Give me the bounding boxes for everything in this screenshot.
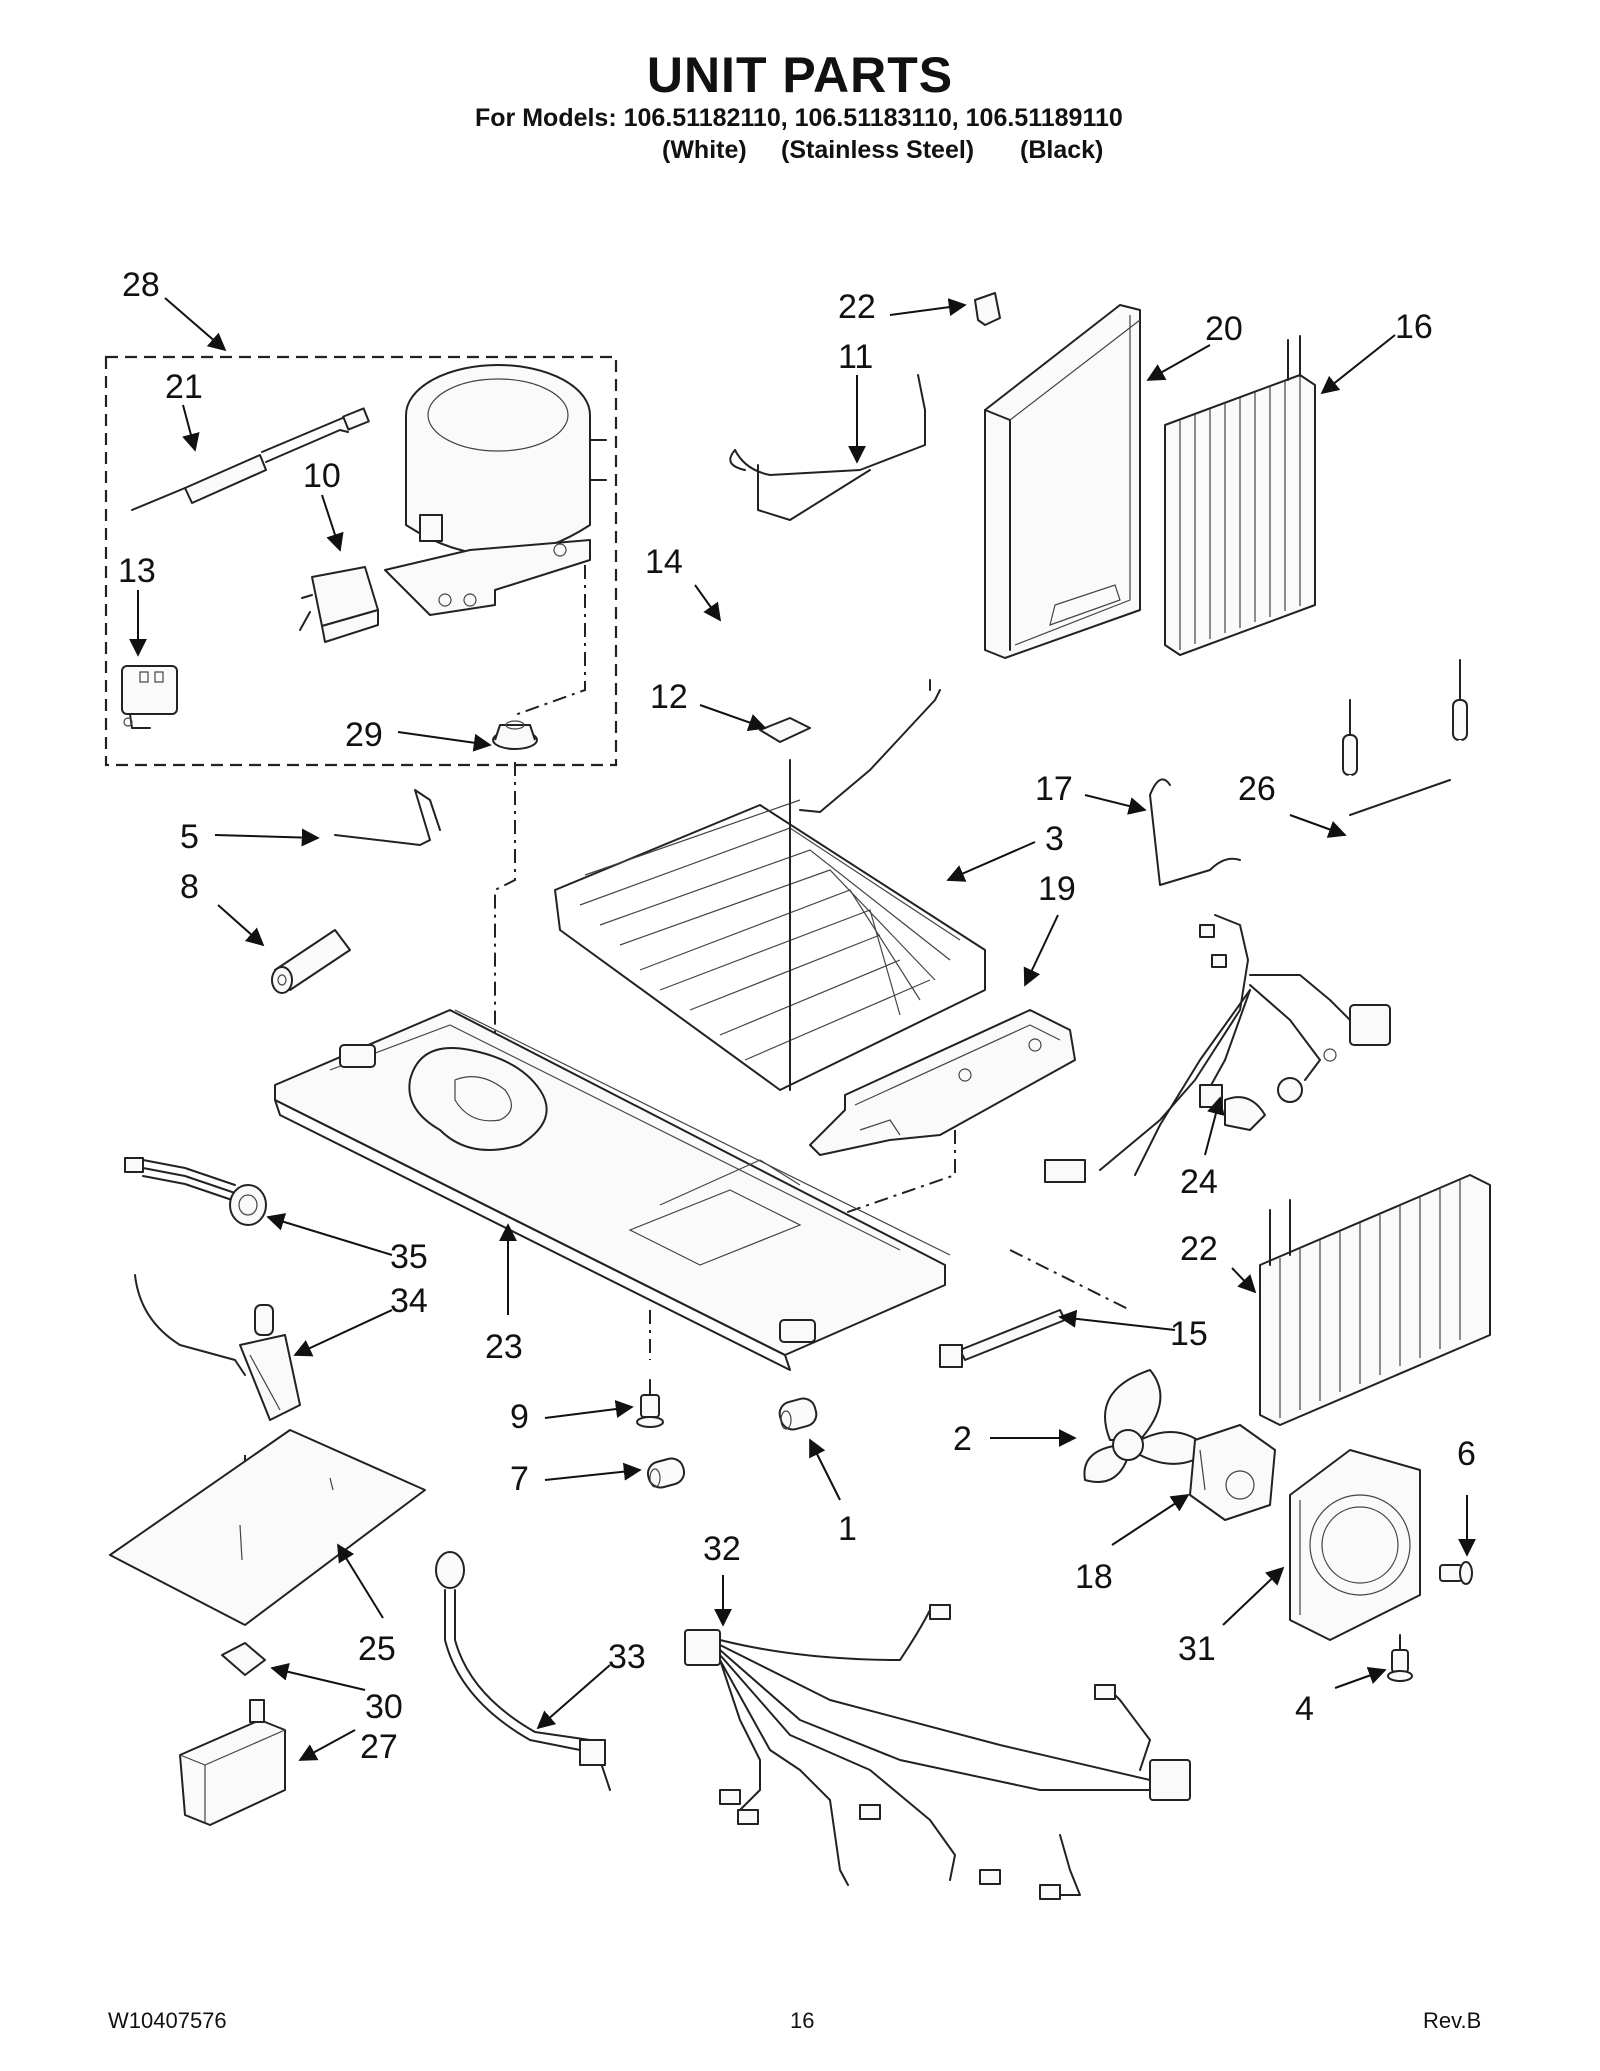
drier-part — [131, 407, 370, 511]
compressor-part — [384, 364, 607, 616]
machine-compartment-base-part — [274, 1009, 951, 1371]
thermistor-harness-part — [124, 1157, 267, 1226]
hanger-part — [1149, 778, 1241, 886]
heater-lead-part — [799, 689, 941, 813]
insulation-pad-part — [109, 1429, 426, 1626]
suction-line-part — [1342, 659, 1468, 897]
overload-part — [121, 665, 178, 729]
sensor-bracket-part — [134, 1274, 301, 1421]
revision: Rev.B — [1423, 2008, 1482, 2033]
callout-28: 28 — [122, 266, 160, 304]
callout-23: 23 — [485, 1328, 523, 1366]
tube-part-14 — [689, 574, 756, 656]
bushing-part-1 — [778, 1397, 818, 1431]
tie-strap-part — [939, 1309, 1066, 1368]
sensor-tube-part — [435, 1551, 611, 1791]
callout-12: 12 — [650, 678, 688, 716]
callout-26: 26 — [1238, 770, 1276, 808]
callout-31: 31 — [1178, 1630, 1216, 1668]
page-title: UNIT PARTS — [646, 47, 954, 103]
callout-27: 27 — [360, 1728, 398, 1766]
callout-35: 35 — [390, 1238, 428, 1276]
callout-11: 11 — [838, 338, 873, 376]
callout-15: 15 — [1170, 1315, 1208, 1353]
variant-black: (Black) — [1020, 136, 1104, 164]
callout-3: 3 — [1045, 820, 1064, 858]
callout-19: 19 — [1038, 870, 1076, 908]
callout-8: 8 — [180, 868, 199, 906]
callout-33: 33 — [608, 1638, 646, 1676]
clip-part-30 — [221, 1642, 266, 1676]
control-box-part — [179, 1699, 286, 1826]
capillary-tube-part — [729, 374, 926, 521]
callout-22-bottom: 22 — [1180, 1230, 1218, 1268]
clip-part-top — [974, 292, 1001, 326]
main-wire-harness-part — [684, 1604, 1191, 1900]
models-line: For Models: 106.51182110, 106.51183110, … — [475, 104, 1123, 132]
screw-part-4 — [1387, 1634, 1413, 1682]
callout-16: 16 — [1395, 308, 1433, 346]
callout-6: 6 — [1457, 1435, 1476, 1473]
condenser-part — [1259, 1174, 1491, 1426]
variant-white: (White) — [662, 136, 747, 164]
fan-blade-part — [1083, 1369, 1211, 1483]
callout-9: 9 — [510, 1398, 529, 1436]
callout-17: 17 — [1035, 770, 1073, 808]
defrost-heater-part — [554, 759, 986, 1091]
callout-18: 18 — [1075, 1558, 1113, 1596]
callout-21: 21 — [165, 368, 203, 406]
callout-30: 30 — [365, 1688, 403, 1726]
screw-part-6 — [1439, 1561, 1473, 1585]
callout-5: 5 — [180, 818, 199, 856]
callout-10: 10 — [303, 457, 341, 495]
callout-13: 13 — [118, 552, 156, 590]
callout-4: 4 — [1295, 1690, 1314, 1728]
callout-1: 1 — [838, 1510, 857, 1548]
wire-part-5 — [334, 789, 441, 846]
screw-part-9 — [636, 1379, 664, 1428]
relay-part — [299, 566, 379, 643]
callout-7: 7 — [510, 1460, 529, 1498]
evaporator-part — [1164, 335, 1316, 656]
callout-24: 24 — [1180, 1163, 1218, 1201]
compressor-kit-box — [104, 355, 618, 767]
callout-32: 32 — [703, 1530, 741, 1568]
callout-20: 20 — [1205, 310, 1243, 348]
page-number: 16 — [790, 2008, 815, 2033]
power-cord-harness-part — [1044, 914, 1391, 1183]
callout-2: 2 — [953, 1420, 972, 1458]
callout-29: 29 — [345, 716, 383, 754]
clip-part-12 — [759, 717, 811, 743]
insulation-tube-part — [271, 929, 351, 994]
callout-14: 14 — [645, 543, 683, 581]
fan-shroud-part — [1289, 1449, 1421, 1641]
evaporator-cover-part — [984, 304, 1141, 659]
condenser-fan-motor-part — [1189, 1424, 1276, 1521]
callout-25: 25 — [358, 1630, 396, 1668]
drain-trough-part — [809, 1009, 1076, 1156]
variant-stainless: (Stainless Steel) — [781, 136, 975, 164]
bushing-part-7 — [646, 1457, 686, 1489]
doc-number: W10407576 — [108, 2008, 227, 2033]
callout-34: 34 — [390, 1282, 428, 1320]
grommet-part — [492, 720, 538, 750]
callout-22-top: 22 — [838, 288, 876, 326]
